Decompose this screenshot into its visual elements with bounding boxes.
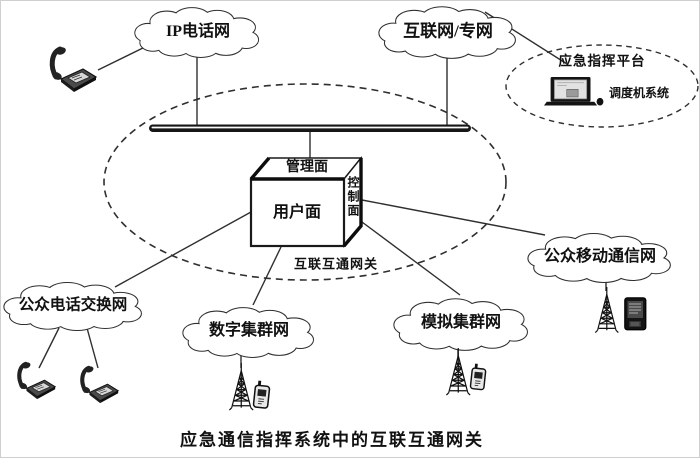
- mobile-phone-icon: [624, 297, 647, 331]
- antenna-tower-icon: [445, 347, 471, 396]
- bus-bar: [149, 124, 471, 132]
- link-cube-to-analog-cloud: [361, 221, 461, 296]
- desk-phone-icon: [18, 361, 55, 399]
- desk-phone-icon: [81, 365, 118, 403]
- cloud-label-ip-phone-network: IP电话网: [165, 23, 231, 40]
- link-cube-to-mobile-cloud: [361, 199, 546, 236]
- platform-subsystem-label: 调度机系统: [608, 86, 670, 100]
- cloud-label-internet-private-network: 互联网/专网: [403, 21, 493, 41]
- handheld-radio-icon: [252, 379, 271, 410]
- gateway-cube: [249, 156, 363, 248]
- cube-top-face-label: 管理面: [286, 160, 328, 175]
- cube-front-face-label: 用户面: [272, 204, 322, 221]
- figure-caption: 应急通信指挥系统中的互联互通网关: [180, 430, 484, 450]
- link-lines: [38, 11, 607, 369]
- gateway-coverage-dashed-ellipse: [103, 83, 507, 281]
- link-pstn-to-phone-2: [86, 327, 99, 369]
- platform-title: 应急指挥平台: [558, 53, 646, 69]
- cloud-label-public-telephone-switching-network: 公众电话交换网: [18, 296, 128, 314]
- antenna-tower-icon: [228, 362, 254, 411]
- command-platform-dashed-ellipse: [505, 44, 699, 128]
- desk-phone-icon: [51, 46, 96, 92]
- link-cube-to-digital-cloud: [252, 246, 282, 306]
- cube-front-face: [249, 177, 346, 248]
- link-deskphone-to-ip-cloud: [97, 44, 150, 71]
- handheld-radio-icon: [469, 362, 488, 391]
- cube-shadow-edges: [249, 156, 363, 248]
- cloud-label-digital-trunking-network: 数字集群网: [208, 322, 290, 339]
- gateway-label: 互联互通网关: [293, 256, 379, 272]
- dispatcher-console-icon: [543, 76, 604, 106]
- cube-right-face-label: 控制面: [346, 176, 360, 218]
- cloud-label-analog-trunking-network: 模拟集群网: [420, 314, 502, 331]
- antenna-tower-icon: [594, 286, 619, 334]
- cloud-label-public-mobile-communication-network: 公众移动通信网: [543, 248, 657, 265]
- link-cube-to-pstn-cloud: [114, 211, 252, 288]
- link-pstn-to-phone-1: [38, 327, 60, 369]
